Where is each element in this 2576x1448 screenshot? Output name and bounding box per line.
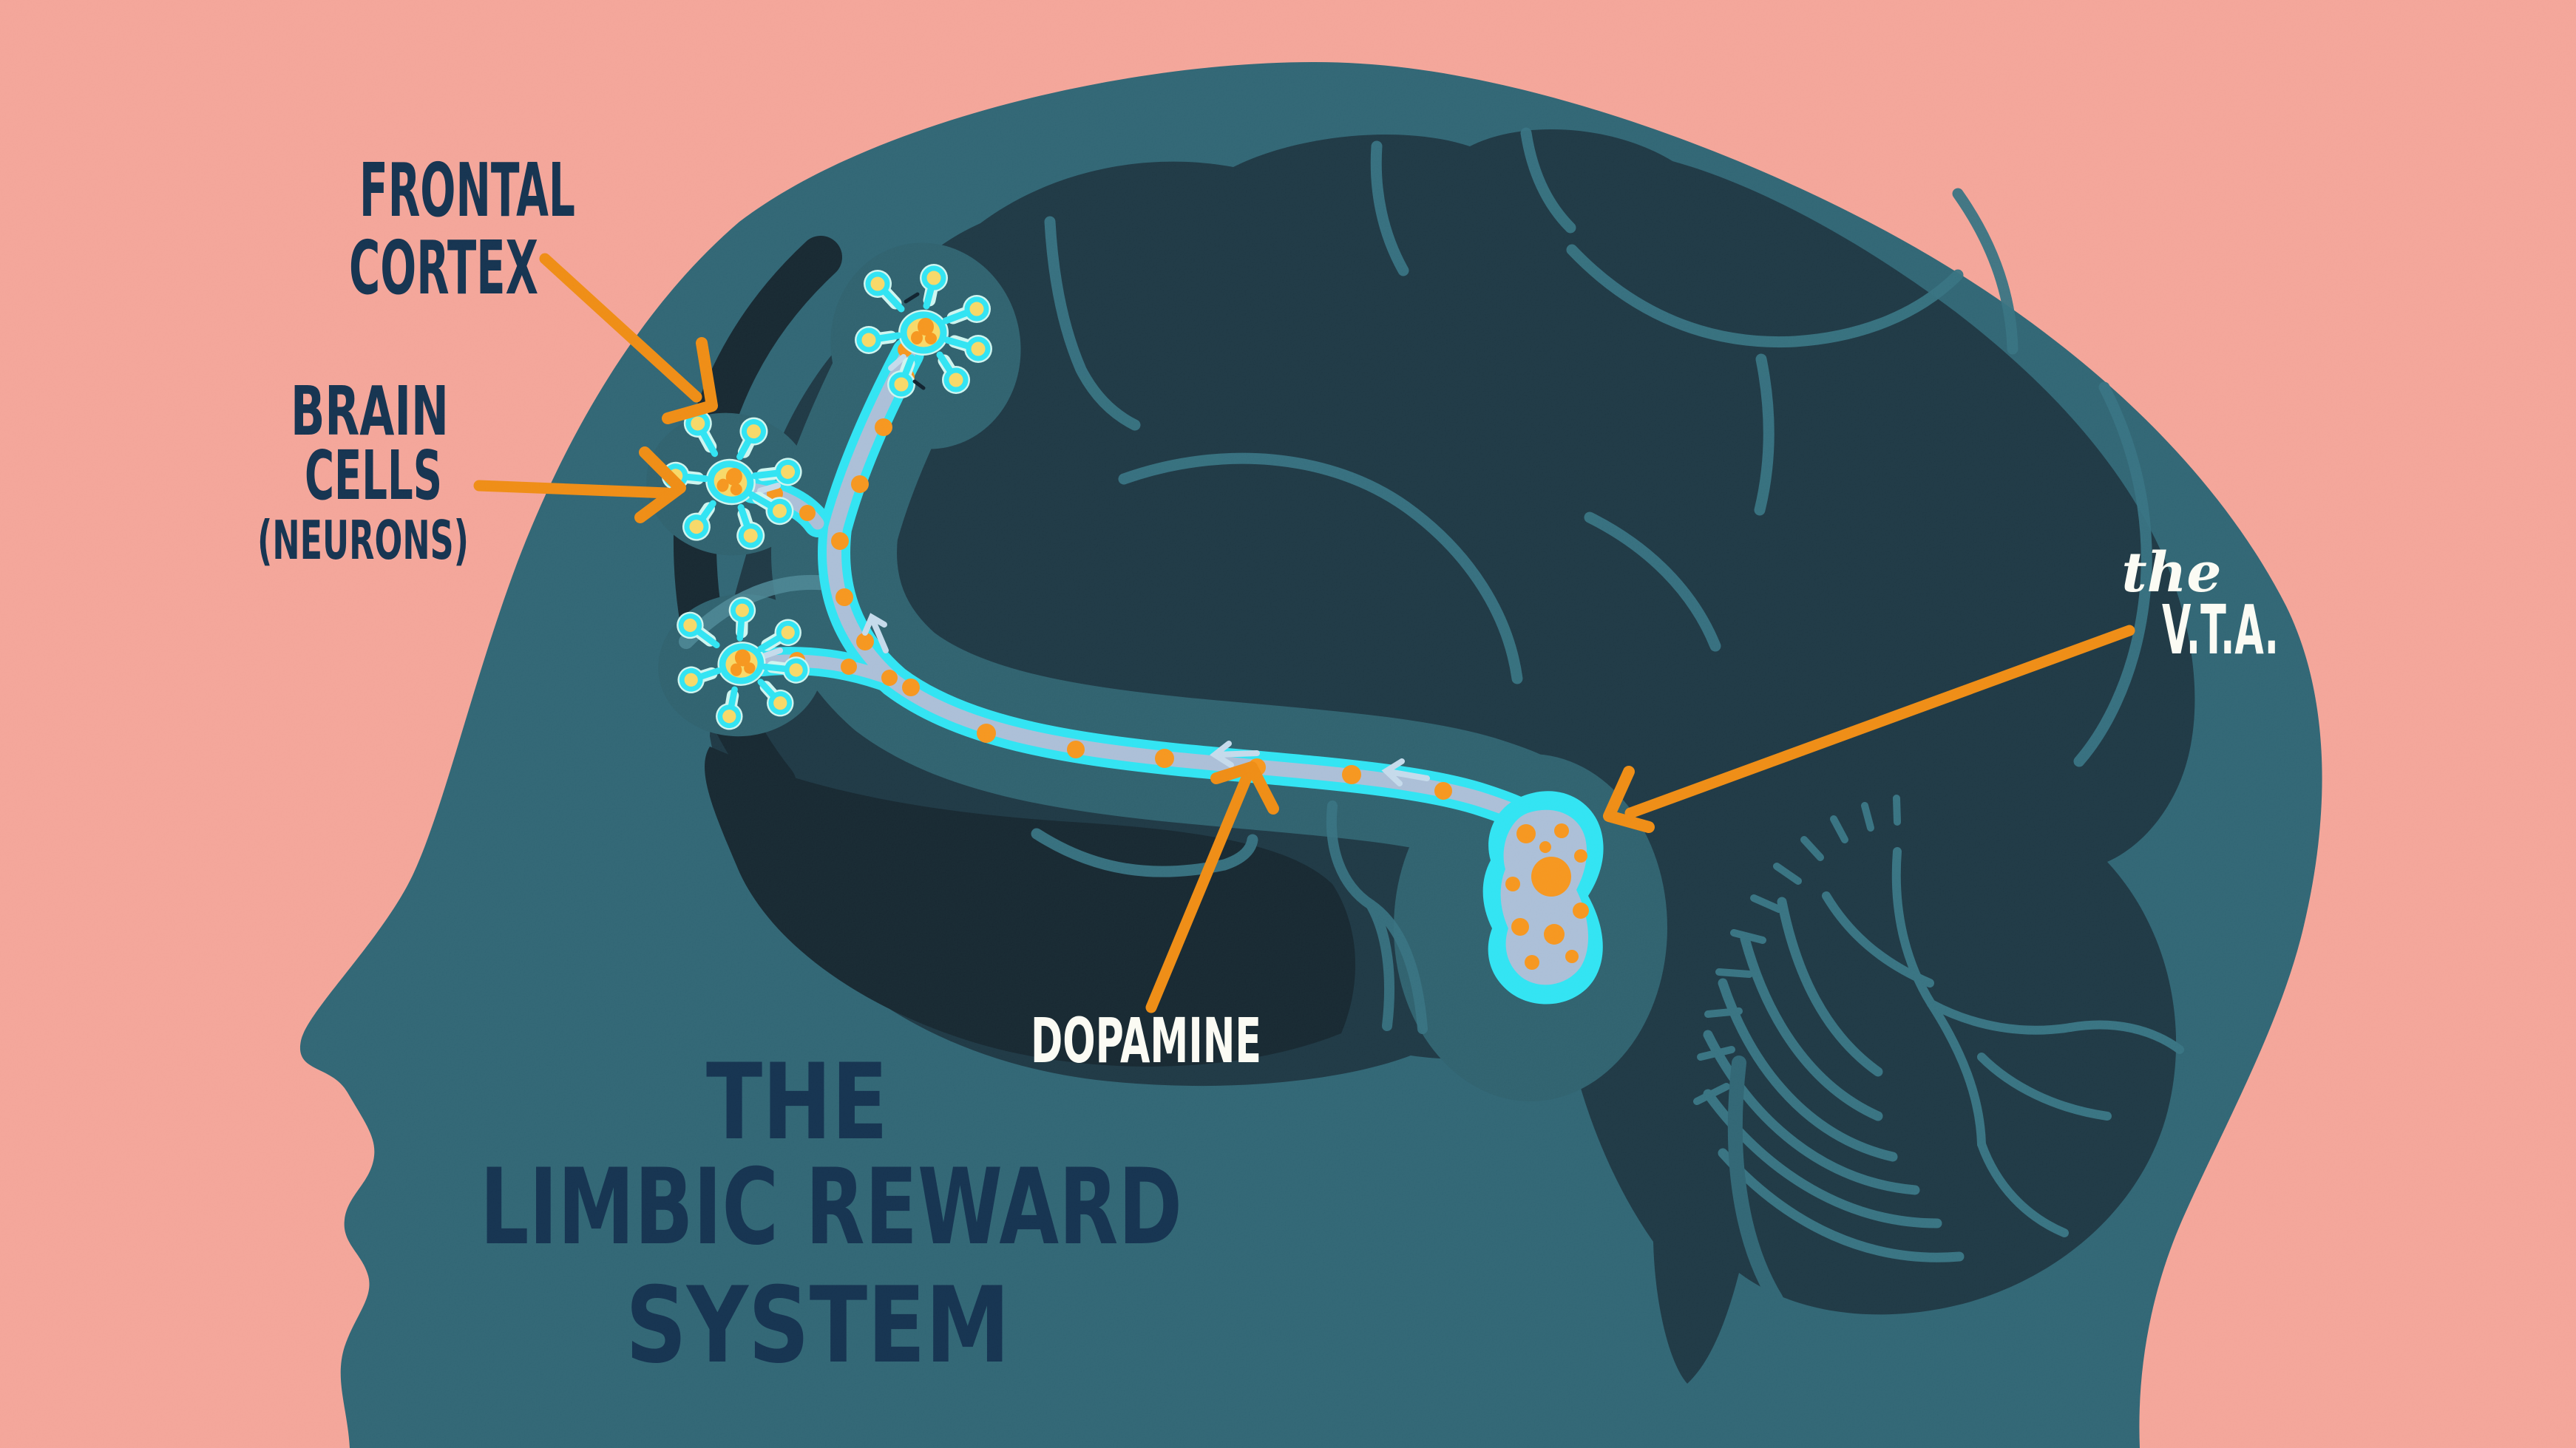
illustration-limbic-reward-system: FRONTAL CORTEX BRAIN CELLS (NEURONS) DOP… [0,0,2576,1448]
paper-grain-texture [0,0,2576,1448]
